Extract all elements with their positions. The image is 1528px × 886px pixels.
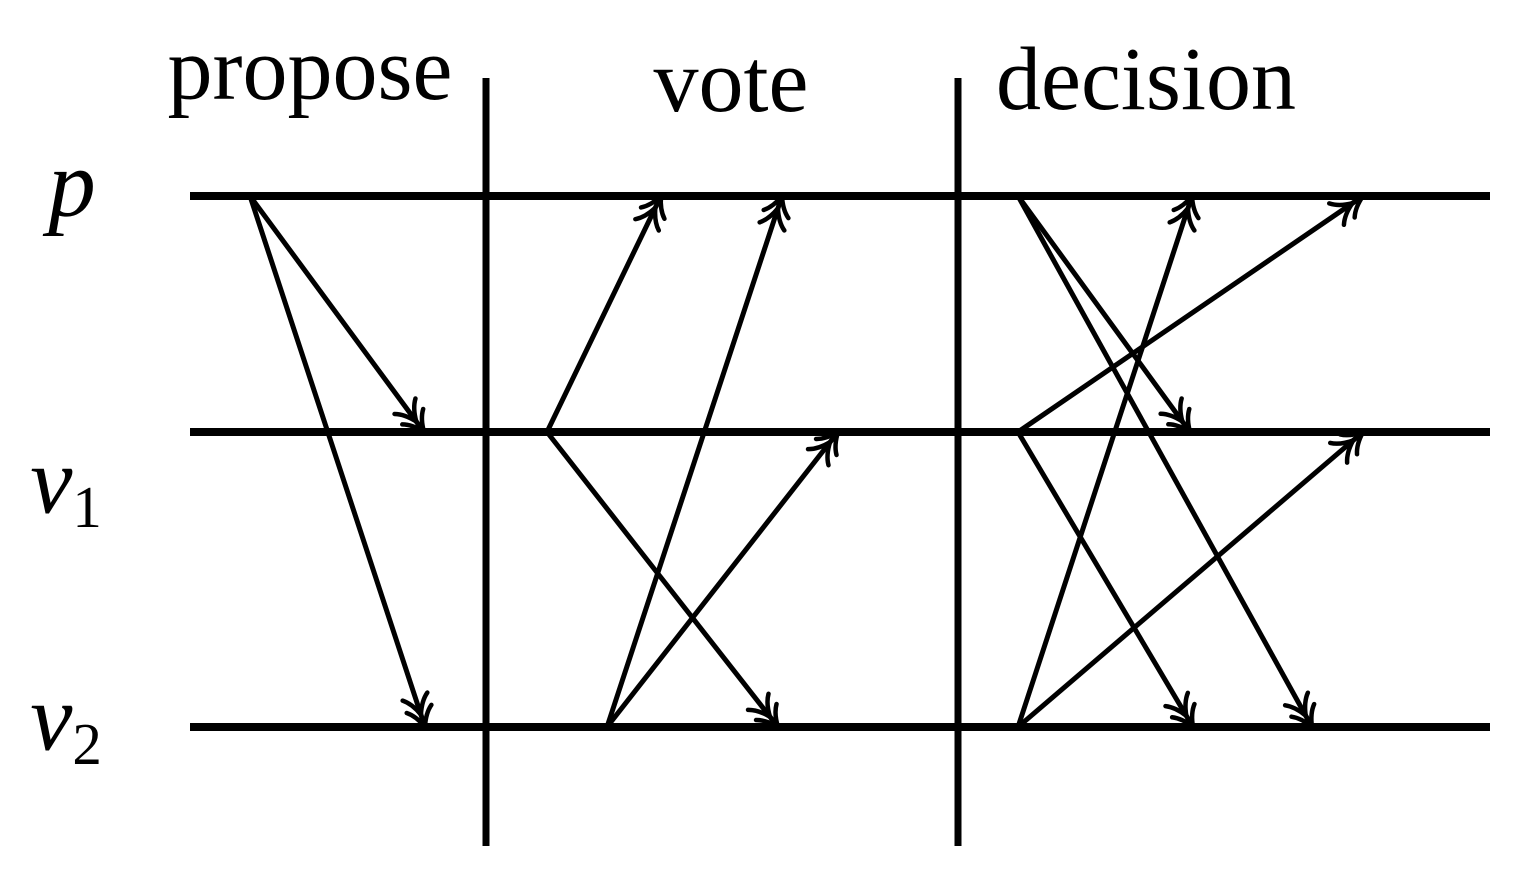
message-arrow-decision-v1-to-v2	[1015, 430, 1193, 727]
message-arrow-propose-p-to-v2	[247, 195, 425, 727]
message-arrow-vote-v2-to-p	[604, 196, 782, 728]
message-arrow-decision-v1-to-p	[1016, 196, 1363, 435]
message-arrow-decision-p-to-v1	[1015, 194, 1190, 432]
message-arrow-decision-v2-to-p	[1015, 196, 1192, 728]
process-label-v1: v1	[30, 433, 102, 541]
phase-label-propose: propose	[167, 20, 453, 119]
process-label-v2: v2	[30, 670, 102, 778]
process-letter: v	[30, 664, 73, 771]
process-label-p: p	[48, 136, 96, 242]
process-subscript: 2	[72, 712, 102, 778]
message-arrow-vote-v2-to-v1	[605, 432, 838, 729]
message-arrow-propose-p-to-v1	[247, 194, 424, 432]
process-letter: p	[48, 130, 96, 237]
phase-label-decision: decision	[996, 30, 1296, 129]
message-arrow-vote-v1-to-v2	[545, 430, 778, 727]
process-subscript: 1	[72, 475, 102, 541]
phase-label-vote: vote	[653, 32, 809, 131]
process-letter: v	[30, 427, 73, 534]
message-arrow-vote-v1-to-p	[544, 196, 661, 434]
message-arrow-decision-p-to-v2	[1015, 194, 1312, 727]
message-arrow-decision-v2-to-v1	[1016, 432, 1363, 729]
